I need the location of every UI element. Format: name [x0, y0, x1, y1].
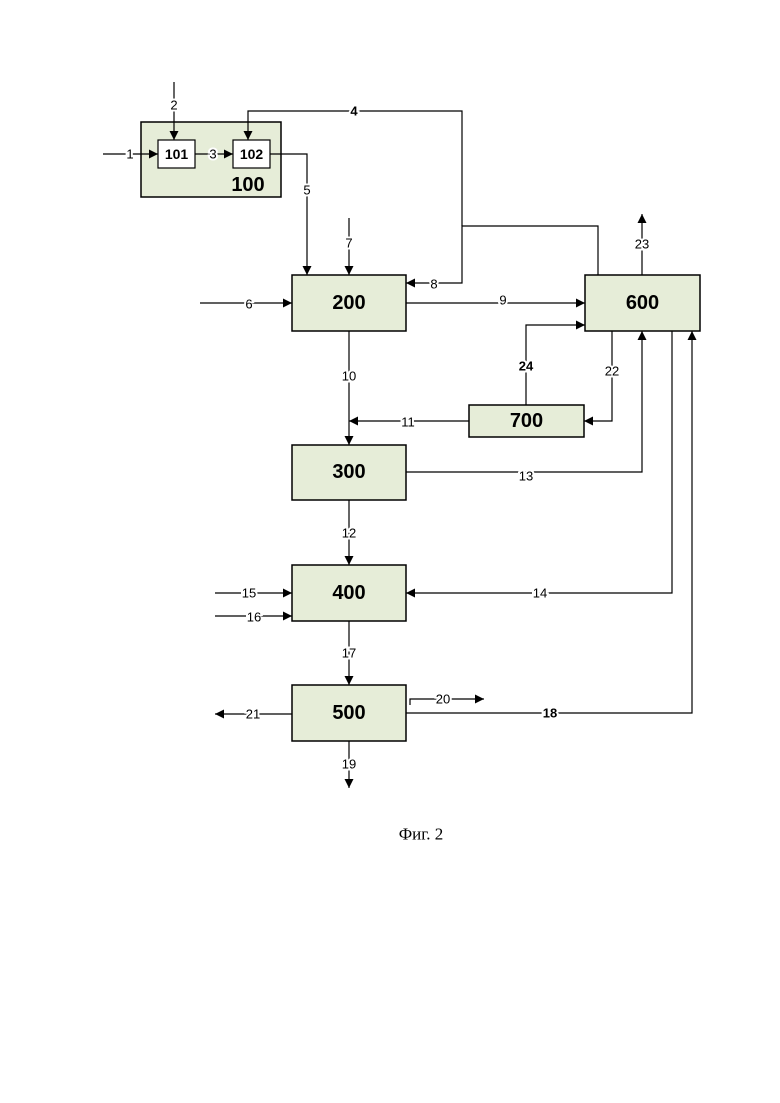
unit-101-label: 101 [165, 146, 189, 162]
stream-22-label: 22 [605, 364, 619, 379]
unit-200: 200 [292, 275, 406, 331]
stream-19-label: 19 [342, 757, 356, 772]
stream-14-label: 14 [533, 586, 547, 601]
stream-6: 6 [200, 297, 292, 312]
unit-400-label: 400 [332, 582, 365, 604]
unit-700: 700 [469, 405, 584, 437]
stream-21-label: 21 [246, 707, 260, 722]
stream-9-label: 9 [499, 293, 506, 308]
unit-100-label: 100 [231, 174, 264, 196]
stream-14: 14 [406, 331, 672, 601]
stream-20: 20 [410, 692, 484, 707]
stream-24-label: 24 [519, 359, 534, 374]
stream-8-label: 8 [430, 277, 437, 292]
stream-16: 16 [215, 610, 292, 625]
stream-4-label: 4 [350, 104, 358, 119]
figure-caption: Фиг. 2 [399, 825, 444, 844]
stream-11: 11 [349, 415, 469, 430]
stream-10: 10 [342, 331, 356, 445]
stream-6-label: 6 [245, 297, 252, 312]
stream-3-label: 3 [209, 147, 216, 162]
stream-7-label: 7 [345, 236, 352, 251]
unit-500: 500 [292, 685, 406, 741]
stream-8: 8 [406, 226, 598, 292]
unit-600: 600 [585, 275, 700, 331]
stream-10-label: 10 [342, 369, 356, 384]
unit-200-label: 200 [332, 292, 365, 314]
stream-17: 17 [342, 621, 356, 685]
stream-12: 12 [342, 500, 356, 565]
stream-24: 24 [519, 325, 585, 405]
stream-2-label: 2 [170, 98, 177, 113]
stream-16-label: 16 [247, 610, 261, 625]
unit-102: 102 [233, 140, 270, 168]
unit-400: 400 [292, 565, 406, 621]
unit-102-label: 102 [240, 146, 264, 162]
stream-15-label: 15 [242, 586, 256, 601]
stream-19: 19 [342, 741, 356, 788]
stream-23: 23 [635, 214, 649, 275]
unit-600-label: 600 [626, 292, 659, 314]
stream-15: 15 [215, 586, 292, 601]
stream-7: 7 [345, 218, 352, 275]
unit-700-label: 700 [510, 410, 543, 432]
unit-101: 101 [158, 140, 195, 168]
stream-20-label: 20 [436, 692, 450, 707]
stream-5-label: 5 [303, 183, 310, 198]
stream-11-label: 11 [401, 415, 415, 430]
stream-23-label: 23 [635, 237, 649, 252]
stream-18: 18 [406, 331, 692, 721]
unit-500-label: 500 [332, 702, 365, 724]
unit-300-label: 300 [332, 461, 365, 483]
stream-12-label: 12 [342, 526, 356, 541]
stream-17-label: 17 [342, 646, 356, 661]
stream-13-label: 13 [519, 469, 533, 484]
stream-22: 22 [584, 331, 619, 421]
stream-1-label: 1 [126, 147, 133, 162]
stream-9: 9 [406, 293, 585, 308]
unit-300: 300 [292, 445, 406, 500]
stream-18-label: 18 [543, 706, 557, 721]
stream-21: 21 [215, 707, 292, 722]
